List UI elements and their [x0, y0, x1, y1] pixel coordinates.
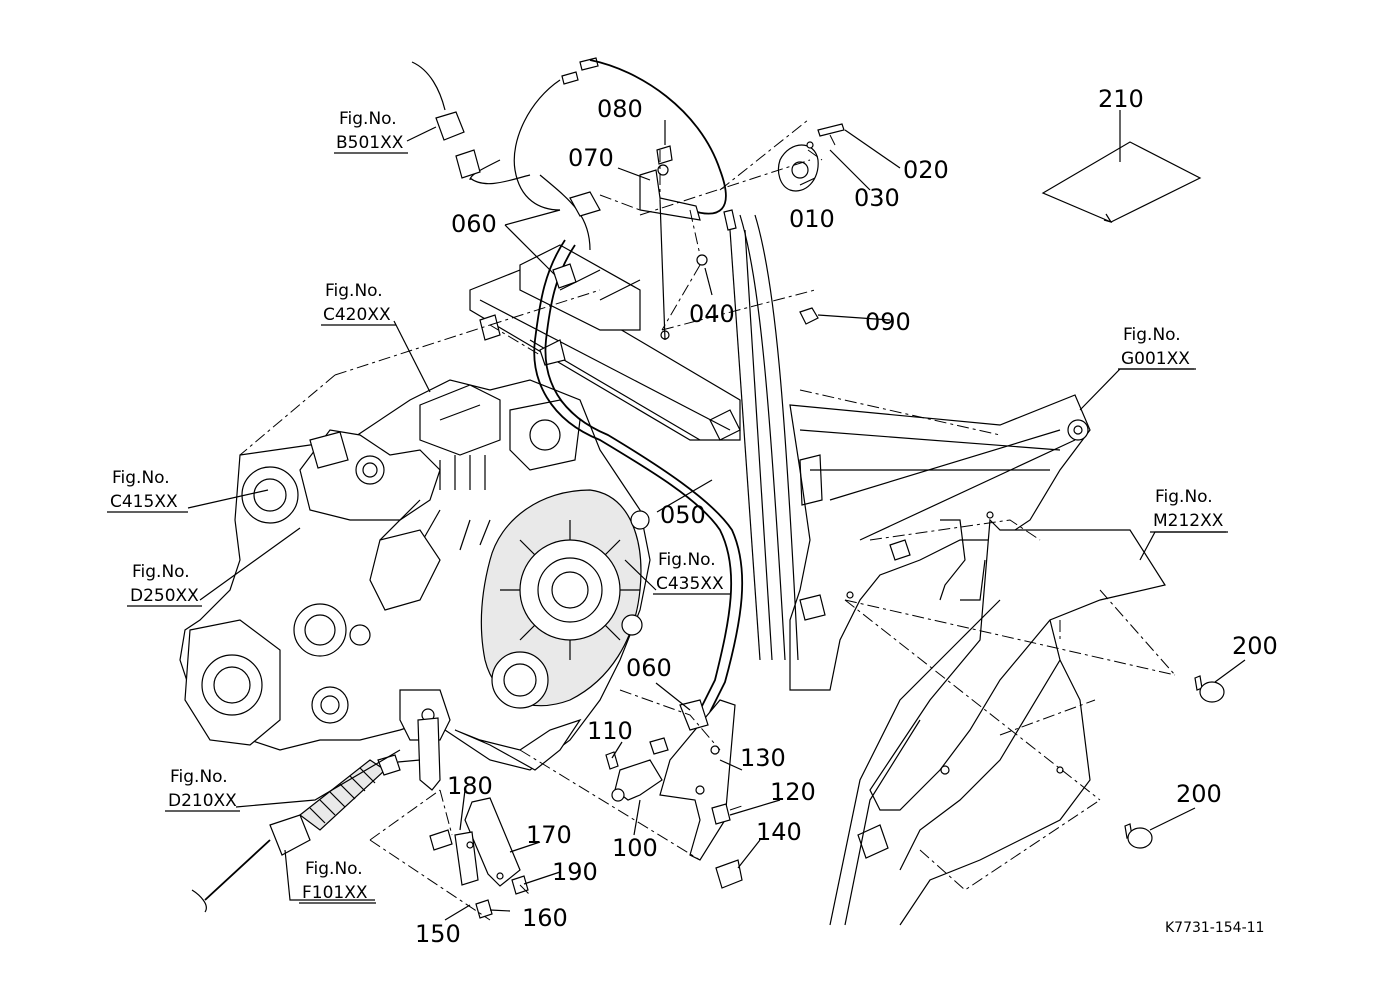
fig-ref-d250: Fig.No. D250XX [127, 562, 202, 607]
svg-text:F101XX: F101XX [302, 883, 368, 903]
svg-text:C415XX: C415XX [110, 492, 178, 512]
transmission-housing [179, 379, 651, 791]
switch-100 [605, 751, 663, 802]
svg-text:C435XX: C435XX [656, 574, 724, 594]
svg-text:Fig.No.: Fig.No. [170, 767, 228, 787]
svg-text:M212XX: M212XX [1153, 511, 1224, 531]
callout-030: 030 [854, 184, 900, 212]
rivet-200b [1124, 823, 1153, 849]
fig-ref-f101: Fig.No. F101XX [299, 859, 376, 904]
nut-160 [475, 899, 493, 919]
svg-text:Fig.No.: Fig.No. [132, 562, 190, 582]
sensor-010 [723, 123, 845, 231]
callout-090: 090 [865, 308, 911, 336]
chassis-frame [789, 394, 1091, 691]
callout-100: 100 [612, 834, 658, 862]
bolt-180 [429, 829, 453, 851]
callout-labels: 010 020 030 040 050 060 060 070 080 090 … [415, 85, 1278, 948]
svg-text:B501XX: B501XX [336, 133, 404, 153]
callout-190: 190 [552, 858, 598, 886]
svg-text:C420XX: C420XX [323, 305, 391, 325]
bolt-120 [711, 803, 731, 825]
fig-ref-b501: Fig.No. B501XX [334, 109, 408, 154]
fig-ref-c415: Fig.No. C415XX [107, 468, 188, 513]
vertical-pipes [729, 214, 799, 661]
svg-text:Fig.No.: Fig.No. [1155, 487, 1213, 507]
svg-text:D250XX: D250XX [130, 586, 199, 606]
svg-text:Fig.No.: Fig.No. [658, 550, 716, 570]
fig-ref-m212: Fig.No. M212XX [1150, 487, 1228, 533]
upper-frame [469, 244, 741, 441]
fig-ref-d210: Fig.No. D210XX [165, 767, 240, 812]
svg-text:Fig.No.: Fig.No. [112, 468, 170, 488]
bracket-170 [454, 797, 521, 887]
cover-panel [829, 518, 1166, 926]
bolt-140 [715, 859, 743, 889]
fig-ref-c420: Fig.No. C420XX [321, 281, 396, 326]
callout-160: 160 [522, 904, 568, 932]
svg-text:D210XX: D210XX [168, 791, 237, 811]
callout-070: 070 [568, 144, 614, 172]
callout-200-upper: 200 [1232, 632, 1278, 660]
drawing-code: K7731-154-11 [1165, 920, 1264, 936]
svg-text:Fig.No.: Fig.No. [325, 281, 383, 301]
callout-200-lower: 200 [1176, 780, 1222, 808]
assembly-lines [239, 119, 1176, 921]
svg-text:G001XX: G001XX [1121, 349, 1190, 369]
nut-040 [696, 254, 708, 266]
callout-210: 210 [1098, 85, 1144, 113]
callout-130: 130 [740, 744, 786, 772]
callout-020: 020 [903, 156, 949, 184]
callout-180: 180 [447, 772, 493, 800]
figure-references: Fig.No. B501XX Fig.No. C420XX Fig.No. C4… [107, 109, 1228, 904]
callout-040: 040 [689, 300, 735, 328]
callout-010: 010 [789, 205, 835, 233]
nut-090 [799, 307, 819, 325]
callout-110: 110 [587, 717, 633, 745]
fig-ref-g001: Fig.No. G001XX [1118, 325, 1196, 370]
callout-080: 080 [597, 95, 643, 123]
callout-060-lower: 060 [626, 654, 672, 682]
bracket-070 [552, 145, 701, 341]
rivet-200a [1194, 675, 1225, 703]
callout-120: 120 [770, 778, 816, 806]
callout-050: 050 [660, 501, 706, 529]
svg-text:Fig.No.: Fig.No. [305, 859, 363, 879]
callout-140: 140 [756, 818, 802, 846]
callout-150: 150 [415, 920, 461, 948]
svg-text:Fig.No.: Fig.No. [1123, 325, 1181, 345]
callout-060-upper: 060 [451, 210, 497, 238]
fig-ref-c435: Fig.No. C435XX [653, 550, 730, 595]
callout-170: 170 [526, 821, 572, 849]
svg-text:Fig.No.: Fig.No. [339, 109, 397, 129]
connector-b501 [411, 61, 531, 185]
cable-050 [469, 57, 744, 713]
shift-cable [191, 754, 421, 913]
sheet-210 [1041, 141, 1202, 223]
